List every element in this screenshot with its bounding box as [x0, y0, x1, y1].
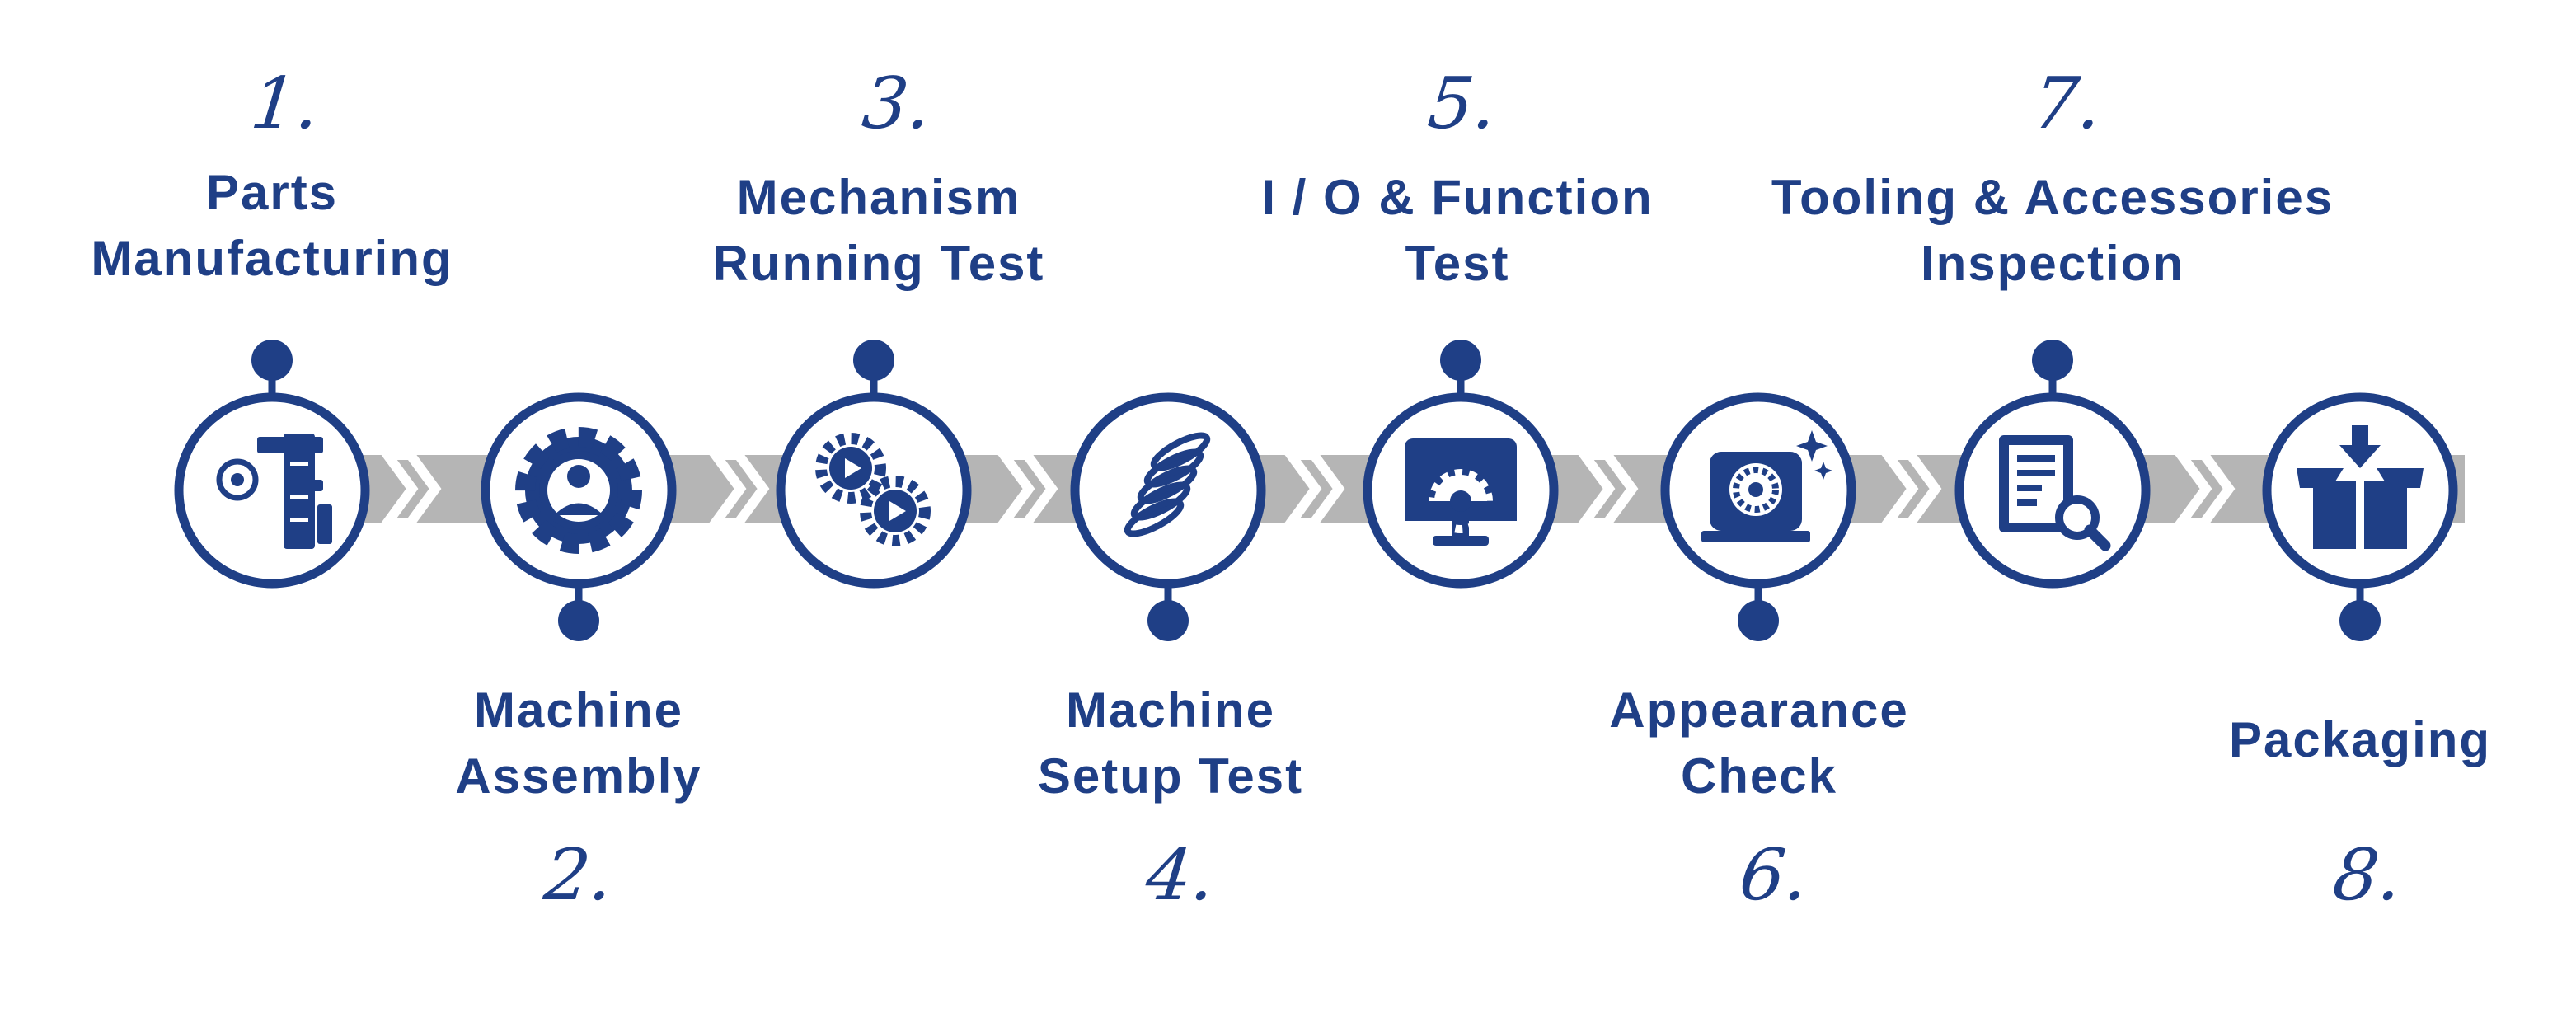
- chevron-arrow-7: [2171, 450, 2236, 528]
- monitor-gear-icon: [1405, 438, 1517, 546]
- step-label-5: I / O & Function Test: [1119, 165, 1795, 297]
- chevron-arrow-1: [378, 450, 442, 528]
- step-number-2: 2.: [540, 834, 617, 917]
- step-pin-4: [1147, 600, 1189, 641]
- step-number-8: 8.: [2329, 834, 2406, 917]
- step-label-3-line-1: Mechanism: [736, 170, 1021, 225]
- spring-icon: [1124, 432, 1211, 537]
- step-label-5-line-2: Test: [1405, 236, 1510, 291]
- step-label-2-line-1: Machine: [473, 682, 684, 738]
- step-pin-6: [1738, 600, 1779, 641]
- step-node-7: [1954, 340, 2151, 589]
- step-pin-1: [251, 340, 293, 381]
- step-pin-2: [558, 600, 599, 641]
- step-label-7: Tooling & Accessories Inspection: [1715, 165, 2391, 297]
- sparkle-machine-icon: [1701, 430, 1832, 542]
- gears-play-icon: [815, 433, 931, 546]
- chevron-arrow-2: [706, 450, 770, 528]
- step-node-5: [1363, 340, 1559, 589]
- step-pin-7: [2032, 340, 2073, 381]
- step-label-2-line-2: Assembly: [455, 748, 702, 804]
- step-label-6-line-2: Check: [1680, 748, 1838, 804]
- step-label-1-line-1: Parts: [205, 165, 339, 220]
- step-label-8: Packaging: [2022, 707, 2576, 773]
- step-label-5-line-1: I / O & Function: [1261, 170, 1654, 225]
- step-node-6: [1660, 392, 1856, 641]
- step-label-4-line-2: Setup Test: [1037, 748, 1304, 804]
- step-number-7: 7.: [2029, 63, 2106, 145]
- step-label-8-line-1: Packaging: [2228, 712, 2492, 767]
- chevron-arrow-6: [1878, 450, 1942, 528]
- caliper-icon: [216, 434, 332, 549]
- step-label-4: Machine Setup Test: [833, 678, 1509, 809]
- step-label-1: Parts Manufacturing: [0, 160, 610, 292]
- chevron-arrow-3: [994, 450, 1058, 528]
- step-label-4-line-1: Machine: [1065, 682, 1276, 738]
- step-number-1: 1.: [246, 63, 324, 145]
- step-number-4: 4.: [1142, 834, 1219, 917]
- step-node-2: [481, 392, 677, 641]
- step-pin-3: [853, 340, 894, 381]
- step-number-6: 6.: [1735, 834, 1813, 917]
- step-number-3: 3.: [858, 63, 936, 145]
- package-box-icon: [2297, 425, 2424, 549]
- step-label-7-line-1: Tooling & Accessories: [1771, 170, 2334, 225]
- step-pin-8: [2339, 600, 2381, 641]
- step-label-3-line-2: Running Test: [712, 236, 1045, 291]
- step-node-3: [776, 340, 972, 589]
- step-number-5: 5.: [1424, 63, 1501, 145]
- step-label-2: Machine Assembly: [241, 678, 917, 809]
- step-label-3: Mechanism Running Test: [541, 165, 1217, 297]
- step-label-1-line-2: Manufacturing: [91, 231, 453, 286]
- step-label-6: Appearance Check: [1421, 678, 2097, 809]
- step-pin-5: [1440, 340, 1481, 381]
- gear-worker-icon: [515, 427, 642, 554]
- step-node-1: [174, 340, 370, 589]
- step-node-4: [1070, 392, 1266, 641]
- chevron-arrow-5: [1574, 450, 1639, 528]
- document-search-icon: [1999, 435, 2111, 551]
- step-label-6-line-1: Appearance: [1609, 682, 1909, 738]
- chevron-arrow-4: [1281, 450, 1345, 528]
- chevron-arrows: [378, 450, 2236, 528]
- step-label-7-line-2: Inspection: [1920, 236, 2185, 291]
- step-node-8: [2262, 392, 2458, 641]
